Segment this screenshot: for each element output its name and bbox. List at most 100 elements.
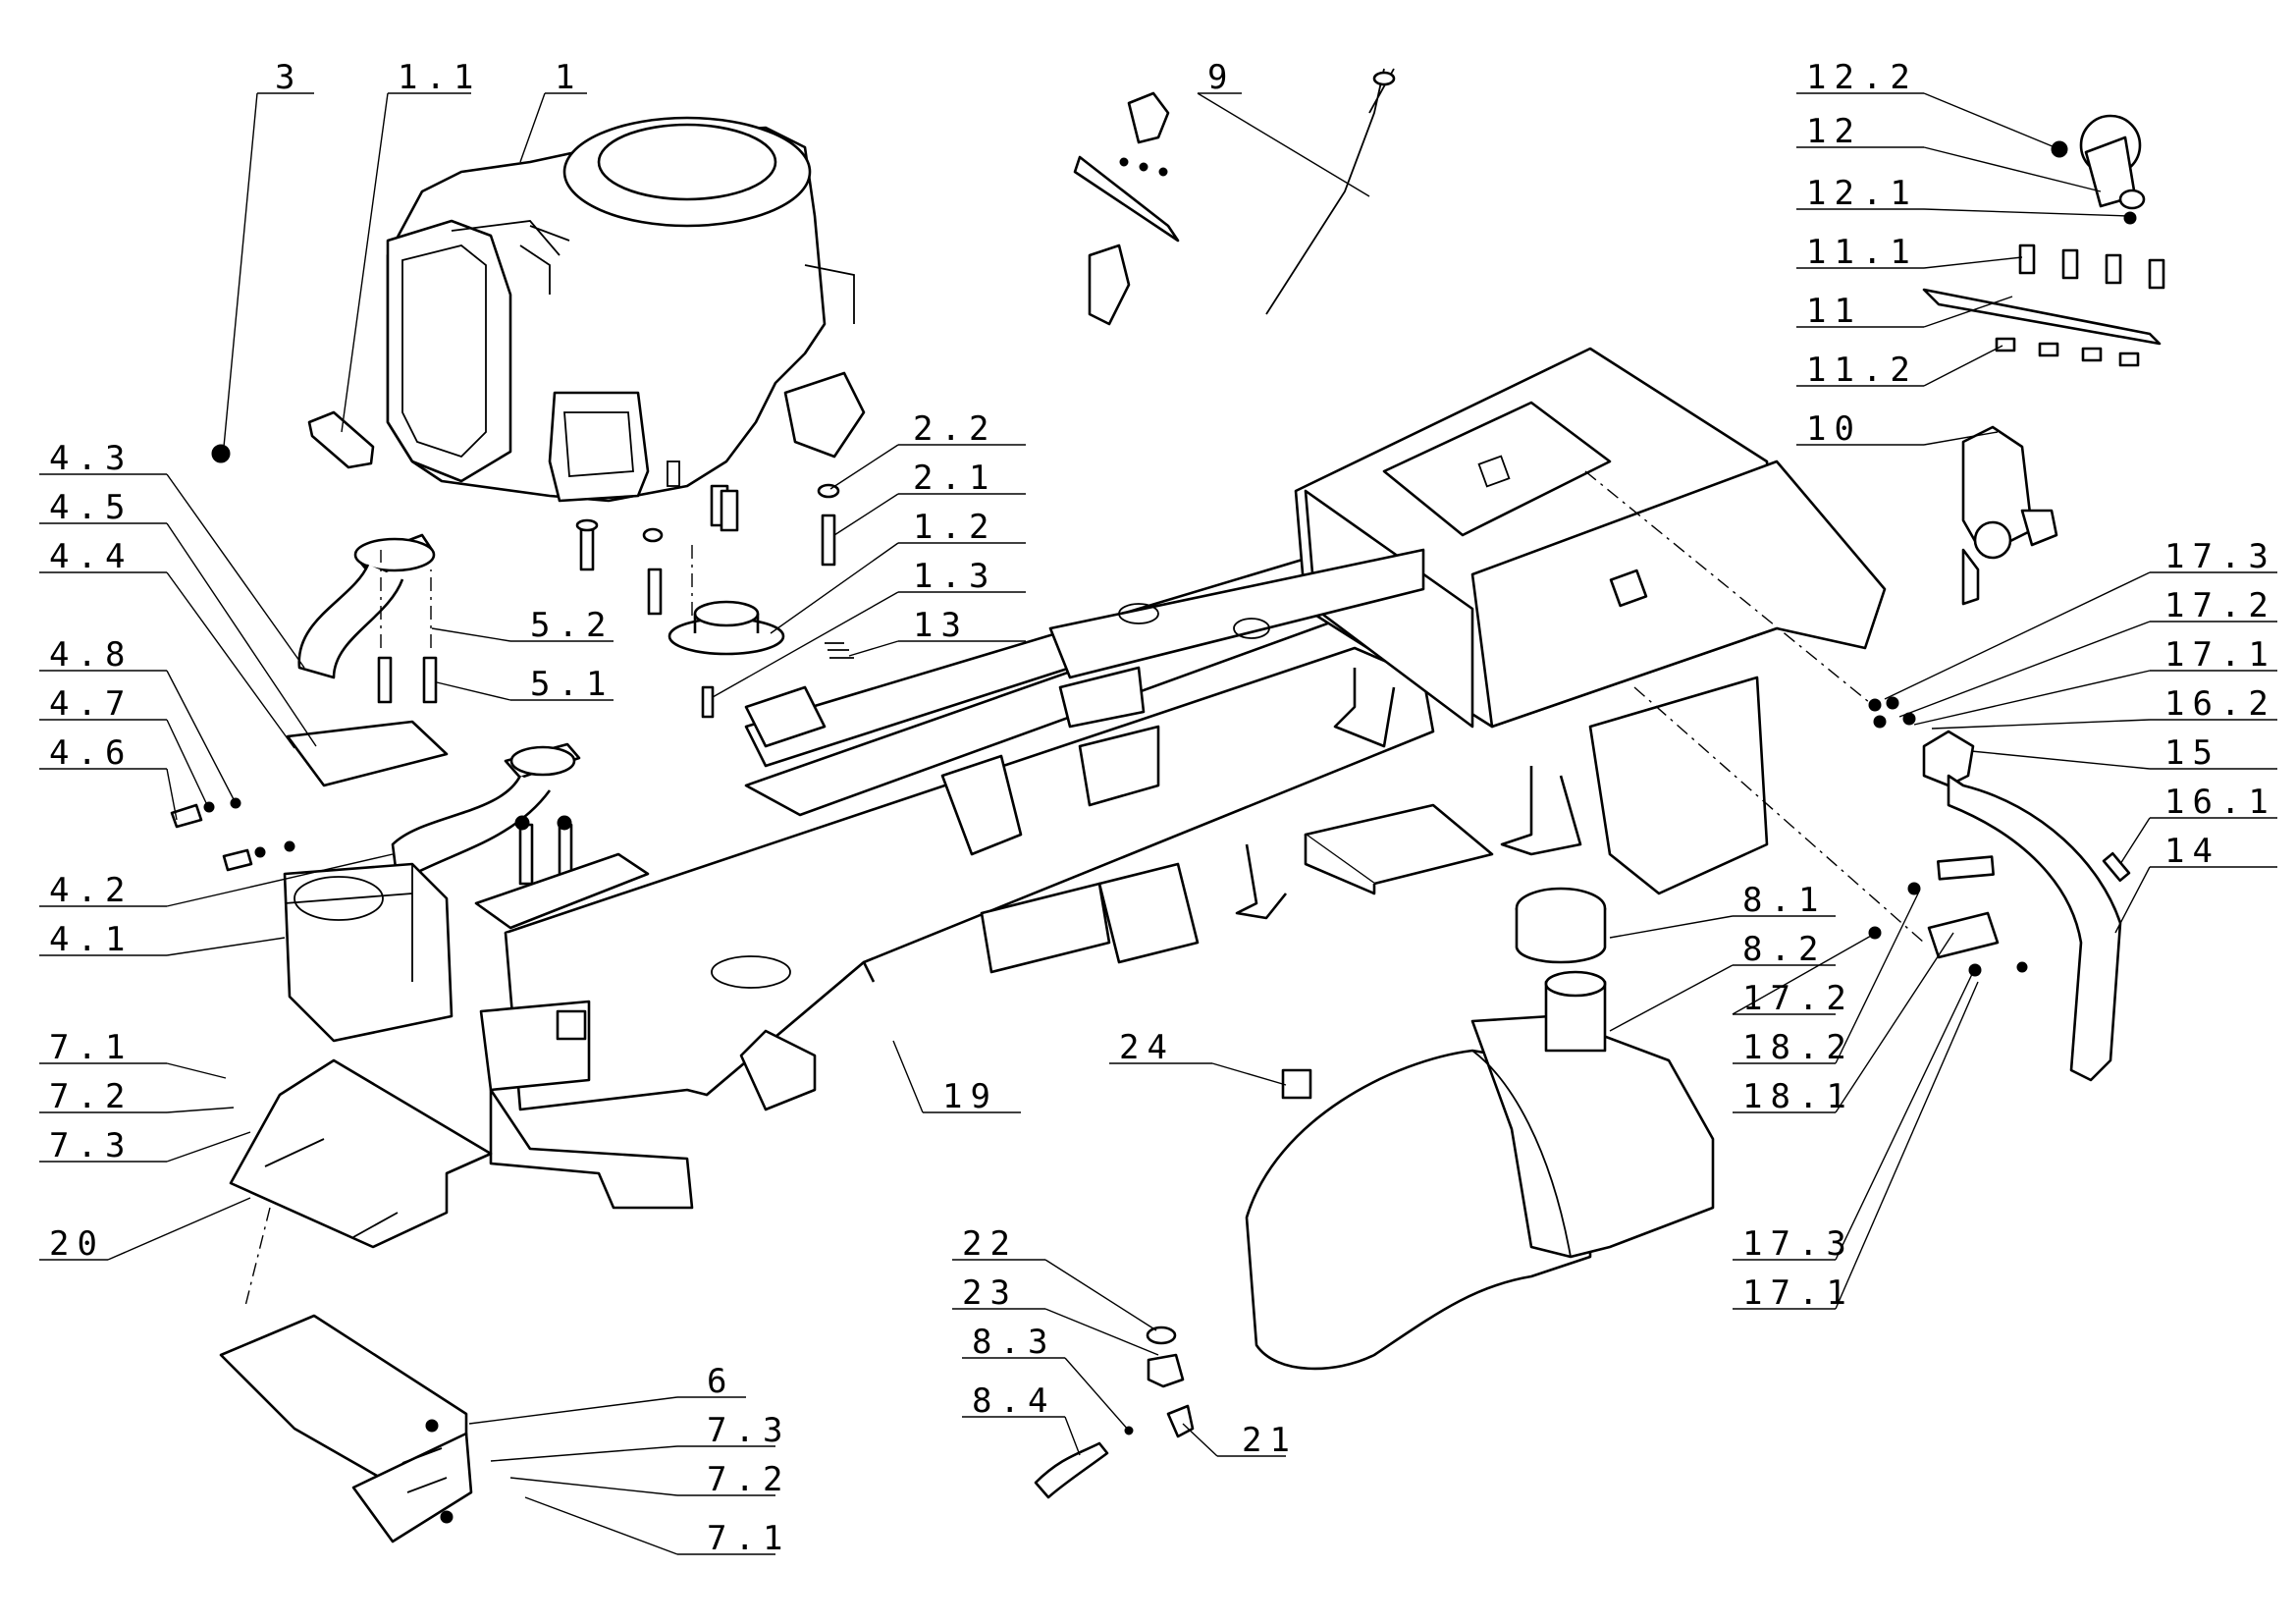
callout-label: 17.2 xyxy=(2164,586,2276,625)
callout-14: 14 xyxy=(2114,832,2277,934)
callout-leader-line xyxy=(166,1107,235,1113)
callout-label: 24 xyxy=(1119,1028,1175,1067)
callout-leader-line xyxy=(1835,981,1979,1310)
callout-label: 8.3 xyxy=(972,1323,1055,1362)
callout-leader-line xyxy=(892,1040,924,1113)
callout-leader-line xyxy=(770,542,899,634)
callout-17.1b: 17.1 xyxy=(1733,981,1979,1313)
callout-leader-line xyxy=(468,1396,678,1425)
callout-12.1: 12.1 xyxy=(1796,174,2129,217)
callout-label: 7.3 xyxy=(49,1126,133,1165)
callout-4.4: 4.4 xyxy=(39,537,295,749)
callout-label: 8.2 xyxy=(1742,930,1826,969)
engine-fasteners xyxy=(211,410,854,719)
callout-label: 4.7 xyxy=(49,684,133,724)
callout-label: 12.1 xyxy=(1806,174,1918,213)
callout-11: 11 xyxy=(1796,292,2013,331)
callout-17.3a: 17.3 xyxy=(1884,537,2277,700)
heat-shields xyxy=(219,1058,493,1543)
callout-8.1: 8.1 xyxy=(1609,881,1836,939)
callout-12.2: 12.2 xyxy=(1796,58,2060,150)
callout-24: 24 xyxy=(1109,1028,1287,1086)
callout-label: 10 xyxy=(1806,409,1862,449)
callout-leader-line xyxy=(166,768,178,821)
callout-label: 4.3 xyxy=(49,439,133,478)
callout-leader-line xyxy=(519,92,546,163)
callout-leader-line xyxy=(1923,146,2102,192)
callout-1.1: 1.1 xyxy=(341,58,481,433)
callout-4.2: 4.2 xyxy=(39,853,394,910)
callout-leader-line xyxy=(431,627,511,642)
callout-leader-line xyxy=(1923,431,1999,446)
callout-label: 4.2 xyxy=(49,871,133,910)
callout-leader-line xyxy=(166,1131,251,1163)
callout-4.6: 4.6 xyxy=(39,733,178,821)
callout-label: 4.5 xyxy=(49,488,133,527)
callout-leader-line xyxy=(1923,256,2023,269)
callout-leader-line xyxy=(1732,930,1881,1015)
callout-label: 8.1 xyxy=(1742,881,1826,920)
callout-13: 13 xyxy=(848,606,1026,657)
callout-label: 17.3 xyxy=(2164,537,2276,576)
callout-9: 9 xyxy=(1197,58,1370,197)
callout-5.1: 5.1 xyxy=(436,665,614,704)
callout-label: 1.1 xyxy=(398,58,481,97)
callout-23: 23 xyxy=(952,1273,1159,1356)
callout-leader-line xyxy=(1913,670,2151,726)
callout-label: 23 xyxy=(962,1273,1018,1313)
callout-label: 9 xyxy=(1207,58,1235,97)
chassis-frame xyxy=(474,347,1887,1210)
callout-leader-line xyxy=(1923,92,2060,150)
callout-label: 12 xyxy=(1806,112,1862,151)
callout-leader-line xyxy=(509,1477,678,1496)
callout-leader-line xyxy=(1044,1259,1157,1331)
callout-17.2b: 17.2 xyxy=(1732,930,1881,1018)
callout-leader-line xyxy=(1835,971,1974,1261)
callout-7.1b: 7.1 xyxy=(524,1496,782,1558)
callout-15: 15 xyxy=(1970,733,2277,773)
callout-leader-line xyxy=(1923,296,2013,328)
callout-7.2b: 7.2 xyxy=(509,1460,782,1499)
callout-label: 14 xyxy=(2164,832,2220,871)
callout-12: 12 xyxy=(1796,112,2102,192)
callout-label: 4.6 xyxy=(49,733,133,773)
callout-leader-line xyxy=(1923,345,2003,387)
callout-label: 15 xyxy=(2164,733,2220,773)
callout-2.1: 2.1 xyxy=(833,459,1026,536)
fuel-line-parts xyxy=(1034,1326,1195,1499)
callout-leader-line xyxy=(166,937,286,956)
callout-leader-line xyxy=(1835,891,1920,1064)
callout-5.2: 5.2 xyxy=(431,606,614,645)
callout-label: 17.3 xyxy=(1742,1224,1854,1264)
callout-label: 17.2 xyxy=(1742,979,1854,1018)
callout-label: 18.1 xyxy=(1742,1077,1854,1116)
callout-leader-line xyxy=(1609,915,1734,939)
callout-22: 22 xyxy=(952,1224,1157,1331)
callout-leader-line xyxy=(829,444,899,490)
callout-leader-line xyxy=(2119,817,2151,865)
callout-6: 6 xyxy=(468,1362,746,1425)
control-lever-assembly xyxy=(1922,114,2165,606)
callout-label: 12.2 xyxy=(1806,58,1918,97)
callout-leader-line xyxy=(1211,1062,1287,1086)
callout-label: 4.8 xyxy=(49,635,133,675)
callout-label: 2.1 xyxy=(913,459,996,498)
callout-label: 1.3 xyxy=(913,557,996,596)
callout-leader-line xyxy=(2114,866,2151,934)
callout-label: 16.1 xyxy=(2164,783,2276,822)
callout-19: 19 xyxy=(892,1040,1021,1116)
callout-leader-line xyxy=(341,92,389,433)
callout-2.2: 2.2 xyxy=(829,409,1026,490)
callout-label: 22 xyxy=(962,1224,1018,1264)
callout-leader-line xyxy=(166,670,237,804)
callout-7.1a: 7.1 xyxy=(39,1028,227,1079)
callout-label: 7.3 xyxy=(707,1411,790,1450)
callout-4.8: 4.8 xyxy=(39,635,237,804)
callout-leader-line xyxy=(436,681,511,701)
callout-4.3: 4.3 xyxy=(39,439,305,669)
callout-leader-line xyxy=(1923,208,2129,217)
callout-17.2a: 17.2 xyxy=(1898,586,2277,718)
callout-label: 13 xyxy=(913,606,969,645)
callout-leader-line xyxy=(166,853,394,907)
callout-label: 5.1 xyxy=(530,665,614,704)
